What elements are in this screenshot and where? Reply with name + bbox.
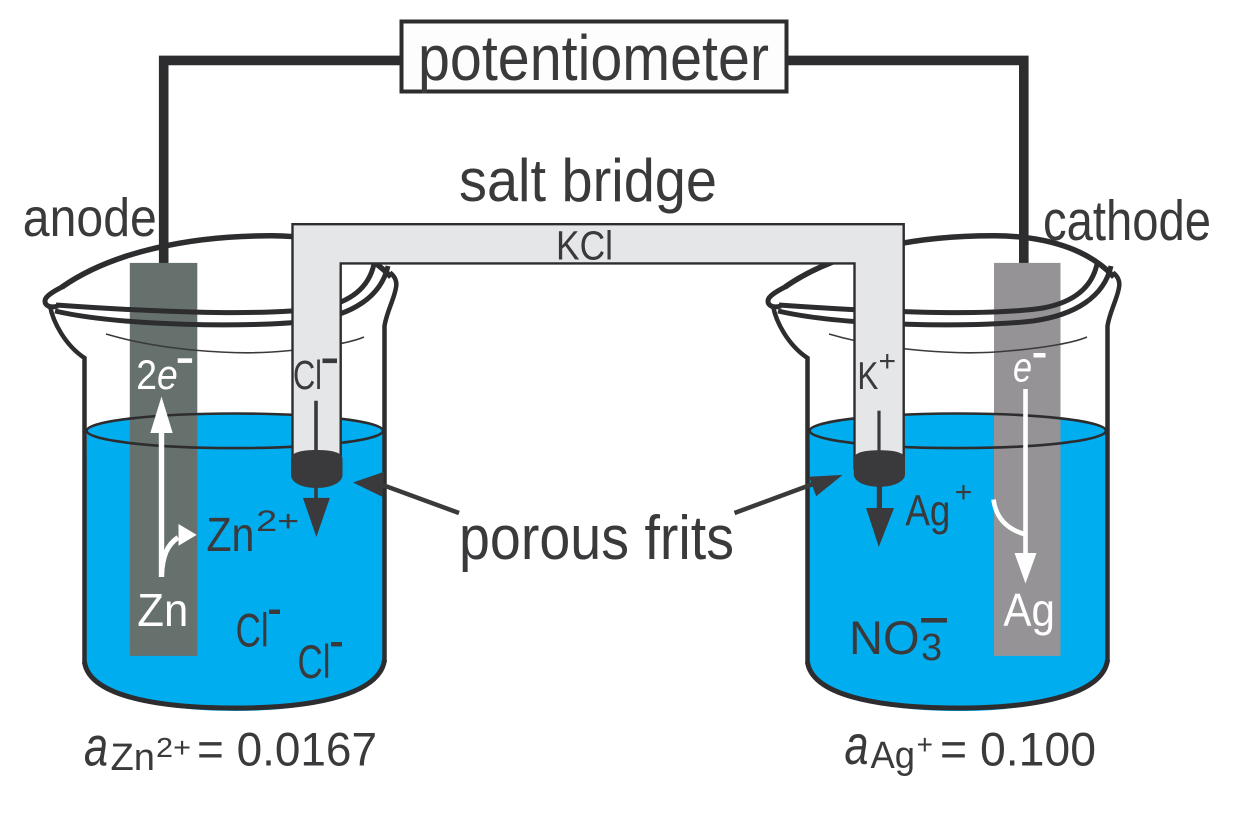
svg-text:potentiometer: potentiometer	[418, 22, 769, 94]
svg-text:+: +	[955, 476, 973, 509]
svg-text:= 0.100: = 0.100	[940, 723, 1096, 776]
svg-text:Cl: Cl	[298, 635, 331, 688]
svg-text:Ag: Ag	[905, 487, 950, 536]
svg-text:Zn: Zn	[206, 509, 254, 562]
svg-text:2e: 2e	[136, 351, 178, 398]
svg-text:anode: anode	[23, 188, 157, 248]
svg-text:e: e	[1013, 343, 1032, 390]
svg-text:Cl: Cl	[293, 352, 322, 398]
svg-text:= 0.0167: = 0.0167	[197, 723, 377, 776]
svg-text:a: a	[845, 713, 869, 776]
svg-text:NO: NO	[849, 611, 920, 664]
svg-text:+: +	[879, 345, 897, 378]
svg-text:KCl: KCl	[556, 223, 613, 269]
svg-text:2+: 2+	[256, 505, 299, 538]
svg-text:Zn: Zn	[137, 584, 188, 636]
svg-text:salt bridge: salt bridge	[459, 147, 717, 214]
svg-text:Cl: Cl	[236, 604, 269, 657]
svg-text:3: 3	[921, 627, 942, 669]
svg-text:2+: 2+	[156, 732, 191, 763]
svg-text:Ag: Ag	[1003, 584, 1055, 636]
svg-text:Ag: Ag	[871, 735, 916, 777]
svg-text:+: +	[917, 729, 933, 760]
svg-text:Zn: Zn	[111, 737, 156, 779]
svg-text:a: a	[84, 715, 108, 778]
svg-text:cathode: cathode	[1043, 189, 1211, 253]
svg-text:K: K	[857, 355, 878, 398]
svg-text:porous frits: porous frits	[459, 504, 734, 573]
